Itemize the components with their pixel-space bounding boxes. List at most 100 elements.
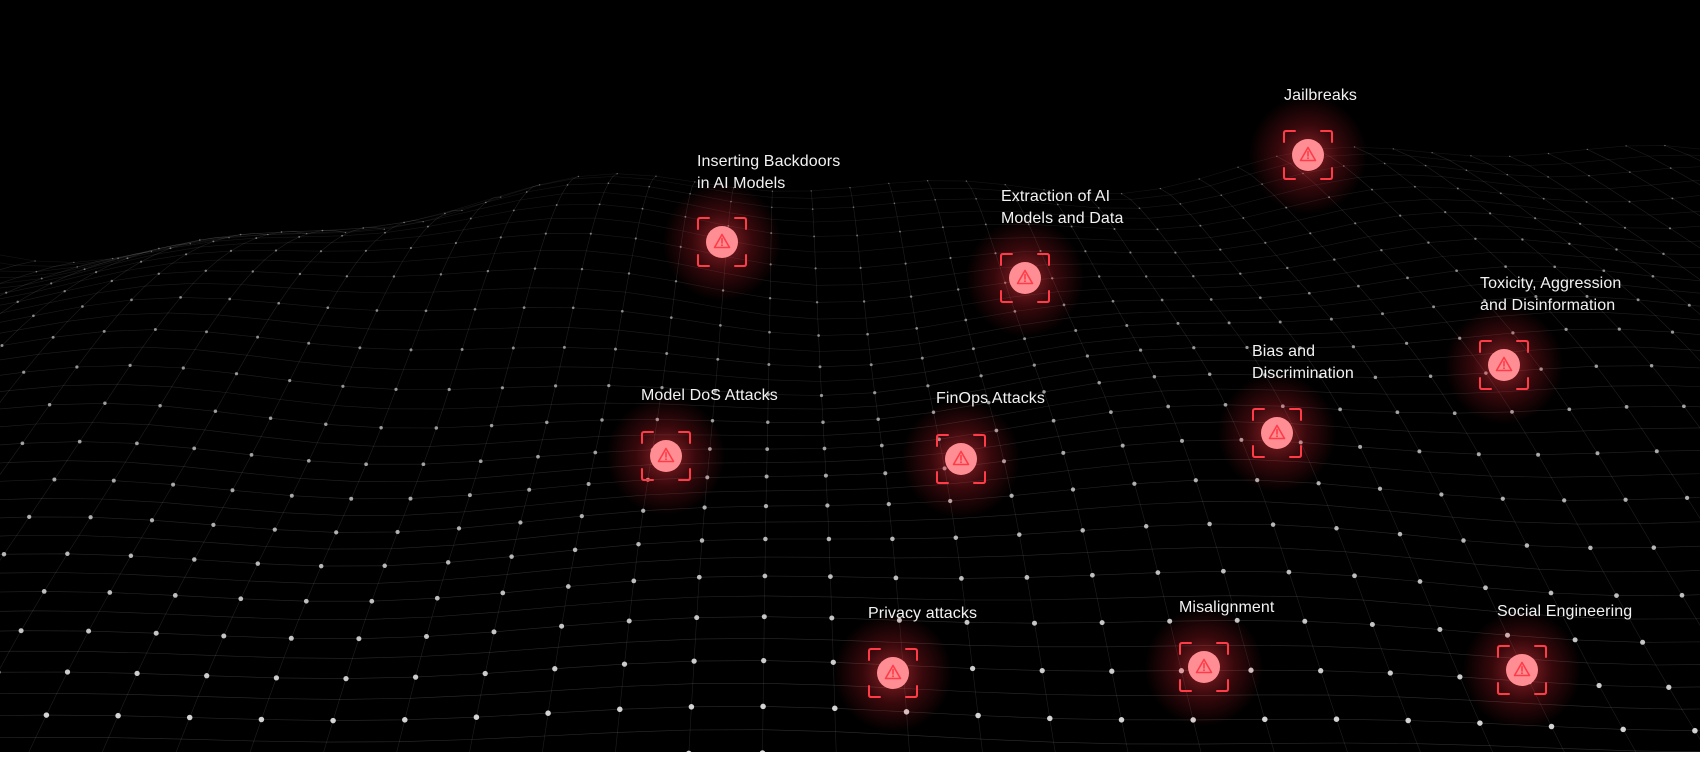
threat-label-line: in AI Models xyxy=(697,175,786,192)
mesh-node xyxy=(1666,684,1672,690)
mesh-node xyxy=(1628,171,1631,173)
mesh-node xyxy=(1585,294,1589,298)
mesh-node xyxy=(112,257,114,260)
mesh-node xyxy=(1061,450,1066,455)
mesh-node xyxy=(1155,570,1161,575)
threat-marker[interactable] xyxy=(662,182,782,302)
mesh-node xyxy=(288,635,294,641)
mesh-line xyxy=(102,220,424,752)
mesh-node xyxy=(1417,449,1422,454)
mesh-node xyxy=(1500,496,1505,501)
mesh-node xyxy=(1504,632,1511,638)
mesh-line xyxy=(1431,152,1700,362)
mesh-line xyxy=(0,595,1700,620)
mesh-node xyxy=(274,249,278,252)
threat-marker[interactable] xyxy=(1248,95,1368,215)
mesh-node xyxy=(1239,437,1244,442)
threat-marker[interactable] xyxy=(1217,373,1337,493)
threat-marker[interactable] xyxy=(833,613,953,733)
mesh-node xyxy=(500,196,502,198)
warning-triangle-icon xyxy=(936,434,986,484)
mesh-node xyxy=(849,187,851,189)
mesh-node xyxy=(1160,298,1164,302)
threat-label-line: Discrimination xyxy=(1252,365,1354,382)
mesh-node xyxy=(107,590,113,595)
mesh-node xyxy=(1406,276,1409,280)
mesh-node xyxy=(926,384,930,388)
mesh-node xyxy=(1424,164,1427,167)
mesh-node xyxy=(555,204,558,206)
mesh-node xyxy=(18,628,24,634)
mesh-node xyxy=(888,182,890,185)
mesh-node xyxy=(828,574,833,579)
mesh-node xyxy=(566,184,569,186)
mesh-node xyxy=(128,363,132,368)
mesh-node xyxy=(135,441,139,446)
mesh-node xyxy=(764,474,769,479)
mesh-line xyxy=(0,186,1700,284)
threat-label: Inserting Backdoors in AI Models xyxy=(697,151,840,195)
threat-marker[interactable] xyxy=(1144,607,1264,727)
threat-marker[interactable] xyxy=(1462,610,1582,730)
mesh-node xyxy=(627,272,631,275)
mesh-node xyxy=(886,501,891,507)
threat-label: Bias and Discrimination xyxy=(1252,341,1354,385)
threat-marker[interactable] xyxy=(965,218,1085,338)
mesh-node xyxy=(1032,363,1036,367)
mesh-node xyxy=(766,420,770,425)
mesh-node xyxy=(763,503,769,509)
mesh-line xyxy=(1548,153,1700,249)
mesh-node xyxy=(1334,526,1339,531)
mesh-node xyxy=(600,418,604,422)
mesh-node xyxy=(426,225,429,228)
mesh-node xyxy=(708,447,712,451)
mesh-node xyxy=(1395,410,1400,415)
mesh-node xyxy=(110,279,114,283)
mesh-node xyxy=(384,231,386,234)
mesh-node xyxy=(1352,573,1357,579)
mesh-node xyxy=(192,557,197,562)
mesh-node xyxy=(830,659,836,665)
mesh-node xyxy=(41,589,47,594)
mesh-line xyxy=(469,173,618,752)
mesh-node xyxy=(1651,274,1655,278)
mesh-node xyxy=(1452,411,1457,416)
mesh-node xyxy=(1227,321,1231,325)
mesh-node xyxy=(1190,717,1196,723)
mesh-node xyxy=(1357,284,1360,288)
mesh-node xyxy=(272,527,277,532)
threat-marker[interactable] xyxy=(901,399,1021,519)
mesh-line xyxy=(1043,189,1275,752)
mesh-node xyxy=(509,554,514,559)
mesh-node xyxy=(229,249,233,252)
mesh-node xyxy=(818,365,822,369)
mesh-node xyxy=(825,503,830,508)
mesh-node xyxy=(198,239,201,241)
mesh-node xyxy=(1118,717,1125,723)
mesh-node xyxy=(334,530,339,535)
mesh-node xyxy=(655,175,657,177)
mesh-node xyxy=(344,231,347,234)
mesh-node xyxy=(1245,345,1249,350)
mesh-node xyxy=(1120,443,1125,448)
mesh-node xyxy=(1051,418,1056,423)
mesh-node xyxy=(1548,723,1555,730)
mesh-node xyxy=(1237,166,1239,168)
mesh-node xyxy=(890,536,895,542)
mesh-node xyxy=(1207,521,1212,527)
mesh-node xyxy=(341,234,344,237)
mesh-node xyxy=(321,229,324,232)
mesh-node xyxy=(500,590,506,596)
threat-marker[interactable] xyxy=(1444,305,1564,425)
mesh-node xyxy=(1483,585,1488,591)
mesh-node xyxy=(499,236,502,239)
mesh-node xyxy=(1465,169,1468,172)
threat-marker[interactable] xyxy=(606,396,726,516)
mesh-node xyxy=(1120,193,1123,195)
mesh-node xyxy=(641,508,646,513)
mesh-node xyxy=(761,657,767,664)
mesh-node xyxy=(1679,592,1685,598)
mesh-node xyxy=(103,401,107,406)
mesh-node xyxy=(1594,364,1599,368)
mesh-node xyxy=(614,347,617,351)
